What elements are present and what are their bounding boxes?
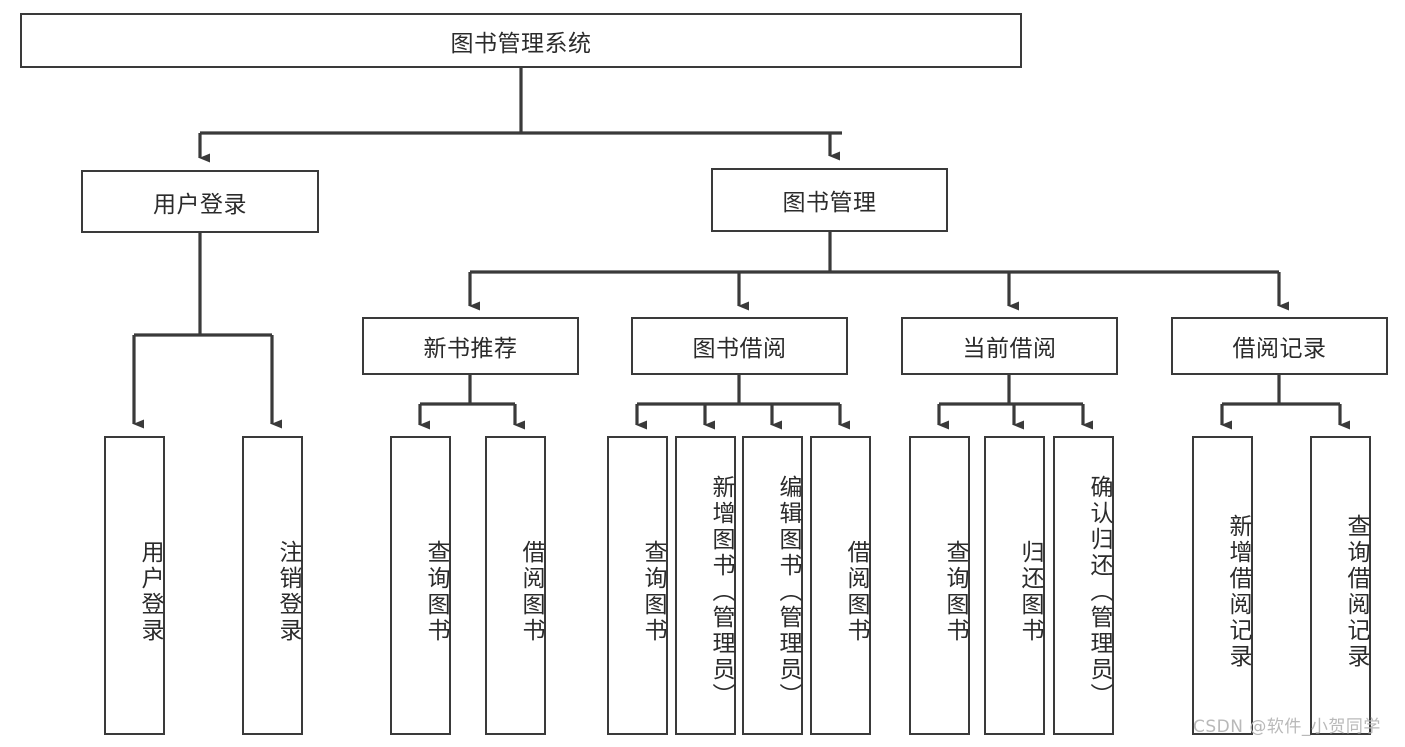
node-label: 归还图书	[1017, 539, 1043, 644]
edge-group-root	[198, 68, 842, 163]
node-root-图书管理系统[interactable]: 图书管理系统	[20, 13, 1022, 68]
csdn-watermark: CSDN @软件_小贺同学	[1193, 717, 1381, 737]
node-leaf-borrow-book-recommend[interactable]: 借阅图书	[485, 436, 546, 735]
edge-group-user-login	[132, 233, 282, 429]
node-label: 用户登录	[153, 191, 247, 218]
node-label: 图书管理系统	[450, 30, 592, 57]
node-label: 查询借阅记录	[1343, 513, 1369, 670]
node-label: 图书借阅	[692, 336, 787, 362]
node-leaf-confirm-return[interactable]: 确认归还（管理员）	[1053, 436, 1114, 735]
node-label: 借阅图书	[518, 539, 544, 644]
node-leaf-query-book-borrow[interactable]: 查询图书	[607, 436, 668, 735]
node-label: 查询图书	[640, 539, 666, 644]
node-label: 注销登录	[275, 539, 301, 644]
node-leaf-edit-book[interactable]: 编辑图书（管理员）	[742, 436, 803, 735]
node-leaf-user-login[interactable]: 用户登录	[104, 436, 165, 735]
edge-group-book-borrow	[635, 375, 850, 430]
node-label: 新增借阅记录	[1225, 513, 1251, 670]
node-label: 用户登录	[137, 539, 163, 644]
node-label: 借阅记录	[1232, 336, 1327, 362]
node-label: 查询图书	[423, 539, 449, 644]
node-label: 当前借阅	[962, 336, 1057, 362]
edge-group-book-management	[468, 232, 1289, 311]
node-label: 确认归还（管理员）	[1086, 474, 1112, 709]
node-leaf-query-book-current[interactable]: 查询图书	[909, 436, 970, 735]
node-label: 新增图书（管理员）	[708, 474, 734, 709]
node-leaf-borrow-book[interactable]: 借阅图书	[810, 436, 871, 735]
node-book-borrow[interactable]: 图书借阅	[631, 317, 848, 375]
edge-group-borrow-record	[1220, 375, 1350, 430]
node-leaf-add-book[interactable]: 新增图书（管理员）	[675, 436, 736, 735]
node-book-management[interactable]: 图书管理	[711, 168, 948, 232]
node-new-book-recommend[interactable]: 新书推荐	[362, 317, 579, 375]
edge-group-new-book-recommend	[418, 375, 525, 430]
node-leaf-user-logout[interactable]: 注销登录	[242, 436, 303, 735]
node-leaf-query-borrow-record[interactable]: 查询借阅记录	[1310, 436, 1371, 735]
node-user-login[interactable]: 用户登录	[81, 170, 319, 233]
node-leaf-return-book[interactable]: 归还图书	[984, 436, 1045, 735]
node-borrow-record[interactable]: 借阅记录	[1171, 317, 1388, 375]
node-label: 编辑图书（管理员）	[775, 474, 801, 709]
node-label: 借阅图书	[843, 539, 869, 644]
node-leaf-add-borrow-record[interactable]: 新增借阅记录	[1192, 436, 1253, 735]
node-label: 新书推荐	[423, 336, 518, 362]
node-label: 图书管理	[782, 190, 877, 216]
node-label: 查询图书	[942, 539, 968, 644]
node-current-borrow[interactable]: 当前借阅	[901, 317, 1118, 375]
node-leaf-query-book-recommend[interactable]: 查询图书	[390, 436, 451, 735]
edge-group-current-borrow	[937, 375, 1093, 430]
